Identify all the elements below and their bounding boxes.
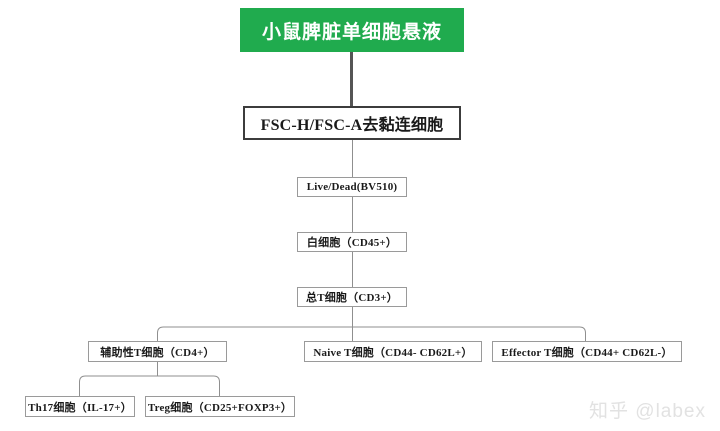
connector-gating-to-livedead — [352, 140, 353, 177]
node-fsc-doublet-exclusion: FSC-H/FSC-A去黏连细胞 — [243, 106, 461, 140]
connector-tcell-three-way-branch — [157, 307, 586, 345]
connector-root-to-gating — [350, 52, 353, 106]
node-total-t-cells-cd3: 总T细胞（CD3+） — [297, 287, 407, 307]
connector-cd4-two-way-branch — [79, 362, 220, 396]
node-live-dead: Live/Dead(BV510) — [297, 177, 407, 197]
connector-livedead-to-leukocytes — [352, 197, 353, 232]
watermark-label: 知乎 @labex — [589, 401, 706, 422]
node-helper-t-cells-cd4: 辅助性T细胞（CD4+） — [88, 341, 227, 362]
node-treg-cells: Treg细胞（CD25+FOXP3+） — [145, 396, 295, 417]
node-th17-cells: Th17细胞（IL-17+） — [25, 396, 135, 417]
connector-leukocytes-to-tcells — [352, 252, 353, 287]
node-naive-t-cells: Naive T细胞（CD44- CD62L+） — [304, 341, 482, 362]
node-spleen-cell-suspension: 小鼠脾脏单细胞悬液 — [240, 8, 464, 52]
node-leukocytes-cd45: 白细胞（CD45+） — [297, 232, 407, 252]
node-effector-t-cells: Effector T细胞（CD44+ CD62L-） — [492, 341, 682, 362]
